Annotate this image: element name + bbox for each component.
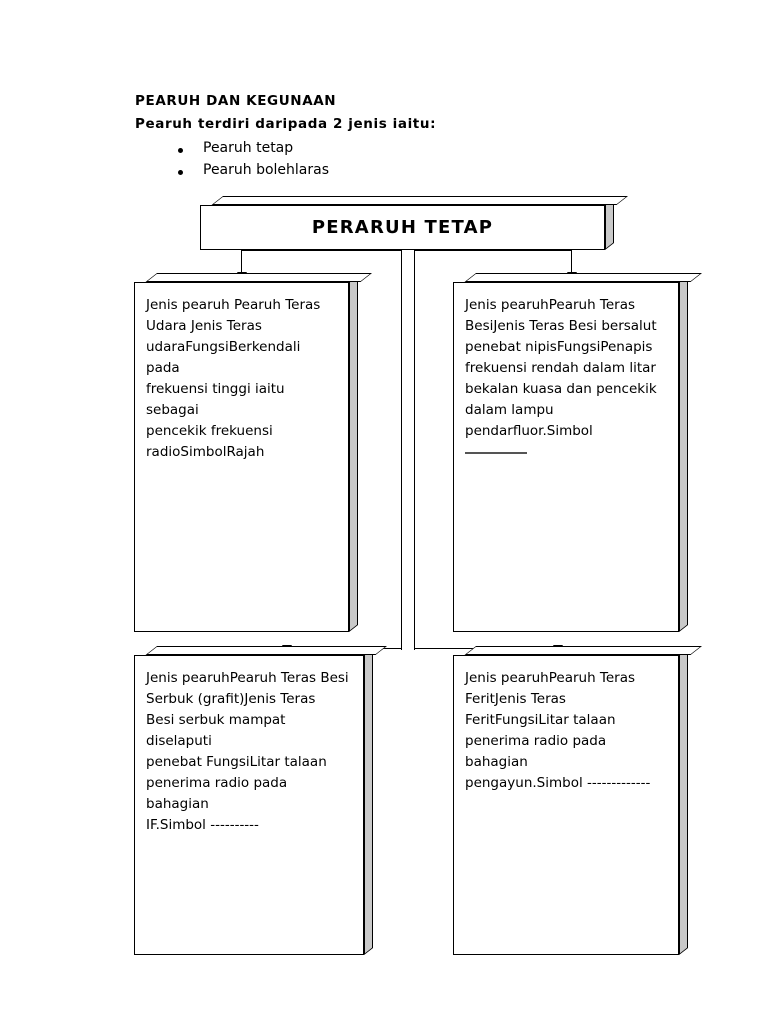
box-shadow-top — [145, 646, 388, 655]
bullet-icon — [178, 148, 183, 153]
content-line: dalam lampu — [465, 402, 554, 418]
connector-rail-top-left — [241, 250, 402, 252]
content-line: bekalan kuasa dan pencekik — [465, 381, 657, 397]
page-subtitle: Pearuh terdiri daripada 2 jenis iaitu: — [135, 116, 437, 132]
underline-rule — [465, 452, 527, 454]
list-item-label: Pearuh tetap — [203, 140, 294, 156]
connector-center-left — [401, 250, 403, 650]
box-shadow-top — [211, 196, 629, 205]
connector-rail-top-right — [414, 250, 572, 252]
box-face — [453, 282, 679, 632]
box-shadow-side — [679, 647, 688, 955]
content-line: Jenis pearuhPearuh Teras — [465, 297, 636, 313]
diagram-title-box: PERARUH TETAP — [200, 196, 629, 250]
box-shadow-top — [464, 273, 703, 282]
content-line: Serbuk (grafit)Jenis Teras — [146, 691, 316, 707]
content-line: frekuensi tinggi iaitu sebagai — [146, 381, 285, 418]
content-line: pengayun.Simbol ------------- — [465, 775, 651, 791]
content-line: penebat FungsiLitar talaan — [146, 754, 327, 770]
content-line: radioSimbolRajah — [146, 444, 265, 460]
box-shadow-side — [364, 647, 373, 955]
content-line: IF.Simbol ---------- — [146, 817, 259, 833]
list-item-label: Pearuh bolehlaras — [203, 162, 330, 178]
content-line: penerima radio pada bahagian — [146, 775, 288, 812]
content-line: FeritJenis Teras — [465, 691, 566, 707]
content-line: udaraFungsiBerkendali pada — [146, 339, 301, 376]
content-line: Udara Jenis Teras — [146, 318, 262, 334]
bullet-icon — [178, 170, 183, 175]
content-line: BesiJenis Teras Besi bersalut — [465, 318, 657, 334]
content-line: FeritFungsiLitar talaan — [465, 712, 616, 728]
content-line: Jenis pearuhPearuh Teras Besi — [146, 670, 349, 686]
content-line: Jenis pearuhPearuh Teras — [465, 670, 636, 686]
page-title: PEARUH DAN KEGUNAAN — [135, 93, 337, 109]
box-face — [134, 282, 349, 632]
connector-center-right — [414, 250, 416, 650]
box-shadow-top — [464, 646, 703, 655]
content-line: pencekik frekuensi — [146, 423, 273, 439]
connector-drop-top-right — [571, 250, 573, 274]
connector-drop-top-left — [241, 250, 243, 274]
box-face — [134, 655, 364, 955]
content-line: frekuensi rendah dalam litar — [465, 360, 656, 376]
content-line: Besi serbuk mampat diselaputi — [146, 712, 286, 749]
box-shadow-side — [605, 197, 614, 250]
content-line: penerima radio pada bahagian — [465, 733, 607, 770]
box-shadow-side — [679, 274, 688, 632]
content-line: Jenis pearuh Pearuh Teras — [146, 297, 321, 313]
diagram-title-label: PERARUH TETAP — [311, 217, 494, 238]
box-shadow-side — [349, 274, 358, 632]
box-shadow-top — [145, 273, 373, 282]
box-face — [200, 205, 605, 250]
box-face — [453, 655, 679, 955]
content-line: penebat nipisFungsiPenapis — [465, 339, 653, 355]
content-line: pendarfluor.Simbol — [465, 423, 593, 439]
